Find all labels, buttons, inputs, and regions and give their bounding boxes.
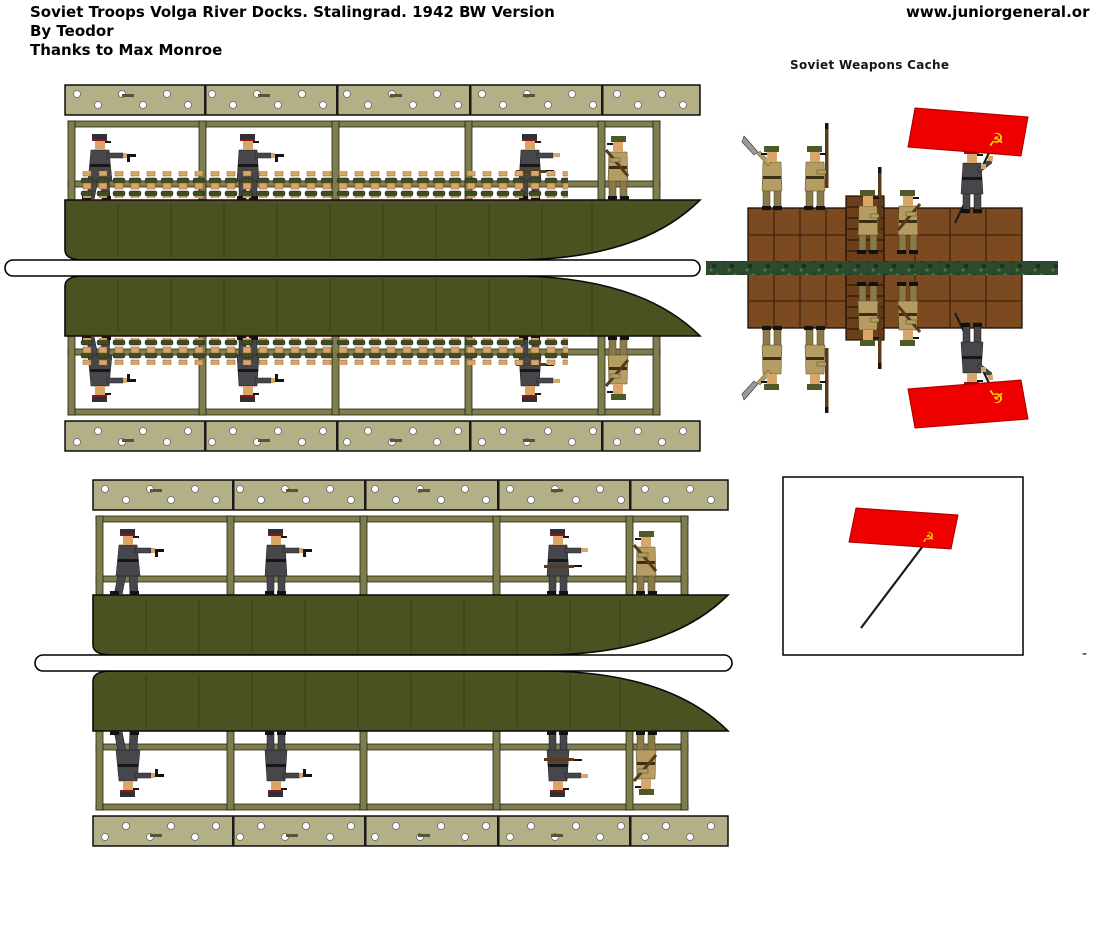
hammer-sickle-icon: ☭ bbox=[922, 530, 935, 546]
red-flag bbox=[848, 507, 959, 550]
sheet-credit: Thanks to Max Monroe bbox=[30, 41, 223, 59]
flag-cutout-box bbox=[782, 476, 1024, 656]
sheet-title: Soviet Troops Volga River Docks. Staling… bbox=[30, 3, 555, 21]
title-block: Soviet Troops Volga River Docks. Staling… bbox=[30, 3, 555, 60]
barge-sheet-2 bbox=[34, 480, 733, 846]
flag-cutout: ☭ bbox=[782, 476, 1024, 656]
camo-net-strip bbox=[706, 261, 1058, 275]
fold-bar-1 bbox=[4, 259, 701, 277]
weapons-cache-label: Soviet Weapons Cache bbox=[790, 58, 950, 72]
weapons-cache-sprite bbox=[706, 108, 1058, 428]
sheet-author: By Teodor bbox=[30, 22, 114, 40]
stray-dash: - bbox=[1082, 646, 1088, 662]
barge-sheet-1 bbox=[4, 85, 701, 451]
fold-bar-2 bbox=[34, 654, 733, 672]
website-url: www.juniorgeneral.or bbox=[906, 3, 1090, 21]
